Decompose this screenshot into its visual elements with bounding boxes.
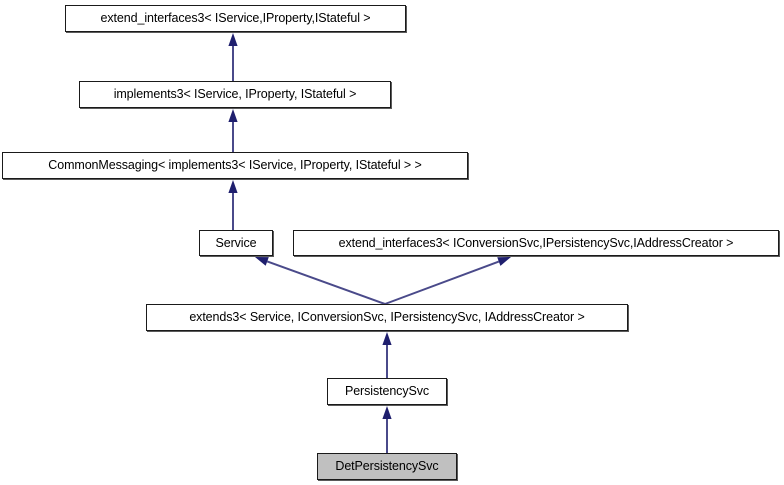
arrowhead-icon: [228, 109, 238, 122]
arrowhead-icon: [382, 332, 392, 345]
inheritance-edge: [255, 257, 386, 305]
arrowhead-icon: [228, 33, 238, 46]
class-node-commonmessaging[interactable]: CommonMessaging< implements3< IService, …: [2, 152, 468, 179]
inheritance-edge: [384, 257, 511, 305]
edge-line: [266, 260, 386, 305]
class-node-service[interactable]: Service: [199, 230, 273, 256]
arrowhead-icon: [382, 406, 392, 419]
class-node-label: extend_interfaces3< IConversionSvc,IPers…: [338, 235, 734, 250]
inheritance-edge: [382, 332, 392, 378]
class-node-implements3[interactable]: implements3< IService, IProperty, IState…: [79, 81, 391, 108]
class-node-extends3[interactable]: extends3< Service, IConversionSvc, IPers…: [146, 304, 628, 331]
arrowhead-icon: [228, 180, 238, 193]
class-node-extend-interfaces3-conv[interactable]: extend_interfaces3< IConversionSvc,IPers…: [293, 230, 779, 256]
inheritance-edge: [382, 406, 392, 453]
inheritance-edge: [228, 33, 238, 81]
inheritance-edge: [228, 109, 238, 152]
class-node-label: extend_interfaces3< IService,IProperty,I…: [100, 11, 371, 26]
edge-line: [384, 260, 500, 305]
inheritance-edge: [228, 180, 238, 230]
arrowhead-icon: [255, 257, 269, 266]
class-node-label: extends3< Service, IConversionSvc, IPers…: [189, 310, 585, 325]
class-node-label: Service: [215, 235, 257, 250]
class-node-persistencysvc[interactable]: PersistencySvc: [327, 378, 447, 405]
class-node-label: CommonMessaging< implements3< IService, …: [48, 158, 422, 173]
class-node-label: implements3< IService, IProperty, IState…: [113, 87, 357, 102]
class-node-label: PersistencySvc: [344, 384, 430, 399]
class-node-detpersistencysvc[interactable]: DetPersistencySvc: [317, 453, 457, 480]
class-node-label: DetPersistencySvc: [335, 459, 439, 474]
class-node-extend-interfaces3-service[interactable]: extend_interfaces3< IService,IProperty,I…: [65, 5, 406, 32]
arrowhead-icon: [497, 257, 511, 266]
